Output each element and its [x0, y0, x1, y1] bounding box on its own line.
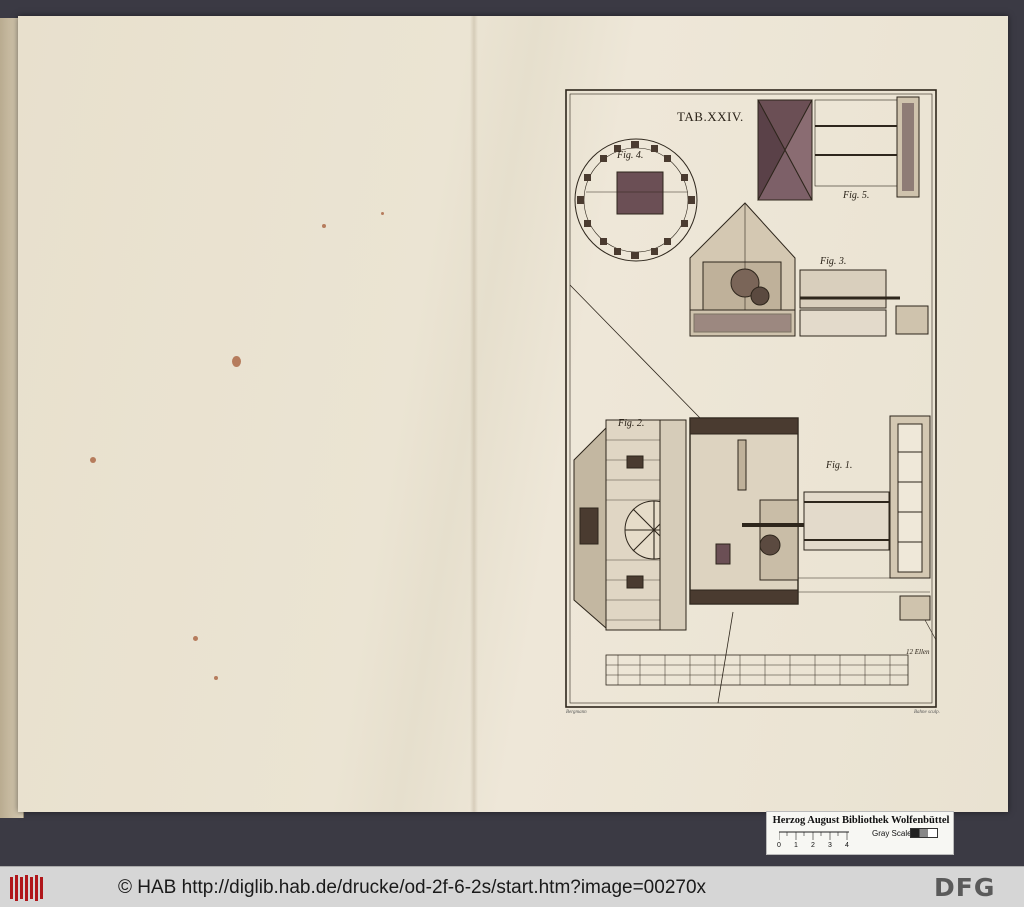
stain-3: [322, 224, 326, 228]
library-color-card: Herzog August Bibliothek Wolfenbüttel 0 …: [766, 811, 954, 855]
ruler-marks: 0 1 2 3 4: [777, 842, 857, 852]
ruler-icon: [779, 831, 849, 840]
stain-2: [90, 457, 96, 463]
hab-logo-icon[interactable]: [8, 873, 48, 903]
center-fold: [470, 16, 478, 812]
fig4-circular-plan: [574, 138, 698, 262]
fig3-label: Fig. 3.: [820, 256, 847, 267]
fig5-drawing: [757, 96, 920, 201]
fig2-elevation: [573, 419, 687, 631]
plate-title: TAB.XXIV.: [677, 109, 744, 124]
fig2-label: Fig. 2.: [618, 418, 645, 429]
stain-6: [381, 212, 384, 215]
stain-5: [214, 676, 218, 680]
scale-label: 12 Ellen: [906, 648, 930, 656]
fig5-label: Fig. 5.: [843, 190, 870, 201]
ruler-mark: 3: [828, 842, 832, 849]
book-sheet: [18, 16, 1008, 812]
ruler-mark: 0: [777, 842, 781, 849]
stain-4: [193, 636, 198, 641]
gray-scale-label: Gray Scale: [872, 829, 912, 838]
fig1-label: Fig. 1.: [826, 460, 853, 471]
source-url-text[interactable]: © HAB http://diglib.hab.de/drucke/od-2f-…: [118, 877, 707, 898]
scale-bar-drawing: [605, 654, 909, 686]
ruler-mark: 4: [845, 842, 849, 849]
ruler-mark: 1: [794, 842, 798, 849]
fig1-plan: [689, 415, 931, 621]
image-viewer: TAB.XXIV. Fig. 4. Fig. 5. Fig. 3. Fig. 2…: [0, 16, 1008, 855]
engraved-plate: [565, 89, 937, 708]
fig3-section: [689, 202, 929, 337]
stain-1: [232, 356, 241, 367]
library-name: Herzog August Bibliothek Wolfenbüttel: [772, 815, 950, 826]
ruler-mark: 2: [811, 842, 815, 849]
fig4-label: Fig. 4.: [617, 150, 644, 161]
engraver-left: Bergmann: [566, 710, 587, 715]
engraver-right: Bahne sculp.: [914, 710, 940, 715]
gray-scale-swatch: [910, 828, 938, 838]
dfg-logo[interactable]: DFG: [934, 873, 996, 902]
footer-bar: © HAB http://diglib.hab.de/drucke/od-2f-…: [0, 866, 1024, 907]
